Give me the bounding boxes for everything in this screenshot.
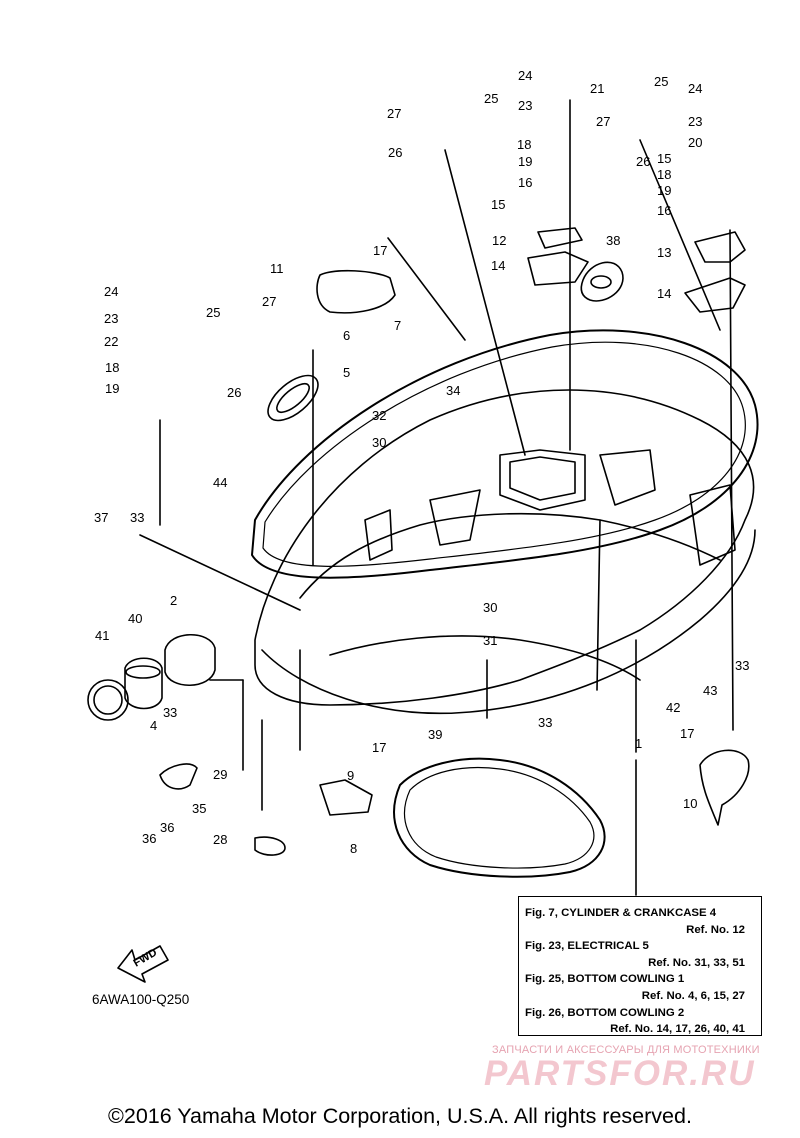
callout-11: 11 bbox=[270, 261, 284, 276]
callout-18: 18 bbox=[657, 167, 671, 182]
callout-24: 24 bbox=[104, 284, 118, 299]
callout-26: 26 bbox=[636, 154, 650, 169]
watermark-logo: PARTSFOR.RU bbox=[484, 1054, 756, 1093]
callout-4: 4 bbox=[150, 718, 157, 733]
callout-25: 25 bbox=[206, 305, 220, 320]
callout-40: 40 bbox=[128, 611, 142, 626]
callout-23: 23 bbox=[688, 114, 702, 129]
callout-labels: 1234567891011121314141515161617171718181… bbox=[94, 68, 749, 856]
callout-26: 26 bbox=[227, 385, 241, 400]
callout-16: 16 bbox=[518, 175, 532, 190]
callout-17: 17 bbox=[680, 726, 694, 741]
callout-1: 1 bbox=[635, 736, 642, 751]
callout-19: 19 bbox=[518, 154, 532, 169]
callout-6: 6 bbox=[343, 328, 350, 343]
callout-38: 38 bbox=[606, 233, 620, 248]
ref-figure-3: Fig. 26, BOTTOM COWLING 2 bbox=[525, 1006, 685, 1019]
callout-19: 19 bbox=[657, 183, 671, 198]
ref-numbers-0: Ref. No. 12 bbox=[686, 923, 745, 936]
callout-34: 34 bbox=[446, 383, 460, 398]
callout-31: 31 bbox=[483, 633, 497, 648]
callout-36: 36 bbox=[142, 831, 156, 846]
callout-18: 18 bbox=[517, 137, 531, 152]
callout-17: 17 bbox=[372, 740, 386, 755]
callout-37: 37 bbox=[94, 510, 108, 525]
callout-18: 18 bbox=[105, 360, 119, 375]
callout-10: 10 bbox=[683, 796, 697, 811]
bottom-cowling-shell bbox=[254, 389, 755, 706]
callout-30: 30 bbox=[372, 435, 386, 450]
callout-15: 15 bbox=[657, 151, 671, 166]
copyright-notice: ©2016 Yamaha Motor Corporation, U.S.A. A… bbox=[108, 1104, 692, 1128]
callout-25: 25 bbox=[484, 91, 498, 106]
callout-28: 28 bbox=[213, 832, 227, 847]
callout-33: 33 bbox=[130, 510, 144, 525]
callout-32: 32 bbox=[372, 408, 386, 423]
callout-9: 9 bbox=[347, 768, 354, 783]
callout-27: 27 bbox=[387, 106, 401, 121]
callout-41: 41 bbox=[95, 628, 109, 643]
ref-numbers-2: Ref. No. 4, 6, 15, 27 bbox=[641, 989, 745, 1002]
callout-22: 22 bbox=[104, 334, 118, 349]
watermark-subtitle: ЗАПЧАСТИ И АКСЕССУАРЫ ДЛЯ МОТОТЕХНИКИ bbox=[492, 1044, 760, 1056]
part-code: 6AWA100-Q250 bbox=[92, 992, 190, 1007]
callout-19: 19 bbox=[105, 381, 119, 396]
callout-42: 42 bbox=[666, 700, 680, 715]
ref-figure-2: Fig. 25, BOTTOM COWLING 1 bbox=[525, 973, 685, 986]
callout-23: 23 bbox=[104, 311, 118, 326]
callout-8: 8 bbox=[350, 841, 357, 856]
ref-numbers-1: Ref. No. 31, 33, 51 bbox=[648, 956, 745, 969]
callout-20: 20 bbox=[688, 135, 702, 150]
callout-21: 21 bbox=[590, 81, 604, 96]
callout-25: 25 bbox=[654, 74, 668, 89]
callout-2: 2 bbox=[170, 593, 177, 608]
callout-5: 5 bbox=[343, 365, 350, 380]
callout-13: 13 bbox=[657, 245, 671, 260]
callout-44: 44 bbox=[213, 475, 227, 490]
ref-figure-1: Fig. 23, ELECTRICAL 5 bbox=[525, 940, 649, 953]
callout-26: 26 bbox=[388, 145, 402, 160]
ref-figure-0: Fig. 7, CYLINDER & CRANKCASE 4 bbox=[525, 907, 717, 919]
callout-14: 14 bbox=[657, 286, 671, 301]
callout-24: 24 bbox=[518, 68, 532, 83]
callout-17: 17 bbox=[373, 243, 387, 258]
callout-7: 7 bbox=[394, 318, 401, 333]
callout-36: 36 bbox=[160, 820, 174, 835]
callout-3: 3 bbox=[163, 705, 170, 720]
cowling-gasket bbox=[251, 329, 759, 579]
callout-35: 35 bbox=[192, 801, 206, 816]
callout-23: 23 bbox=[518, 98, 532, 113]
callout-24: 24 bbox=[688, 81, 702, 96]
callout-27: 27 bbox=[596, 114, 610, 129]
callout-27: 27 bbox=[262, 294, 276, 309]
callout-33: 33 bbox=[735, 658, 749, 673]
callout-43: 43 bbox=[703, 683, 717, 698]
cross-reference-box: Fig. 7, CYLINDER & CRANKCASE 4 Ref. No. 1… bbox=[518, 896, 762, 1036]
callout-15: 15 bbox=[491, 197, 505, 212]
callout-16: 16 bbox=[657, 203, 671, 218]
callout-14: 14 bbox=[491, 258, 505, 273]
ref-numbers-3: Ref. No. 14, 17, 26, 40, 41 bbox=[610, 1023, 745, 1036]
seal-gasket bbox=[393, 757, 606, 878]
callout-39: 39 bbox=[428, 727, 442, 742]
callout-30: 30 bbox=[483, 600, 497, 615]
callout-29: 29 bbox=[213, 767, 227, 782]
callout-12: 12 bbox=[492, 233, 506, 248]
callout-3: 3 bbox=[170, 705, 177, 720]
callout-33: 33 bbox=[538, 715, 552, 730]
